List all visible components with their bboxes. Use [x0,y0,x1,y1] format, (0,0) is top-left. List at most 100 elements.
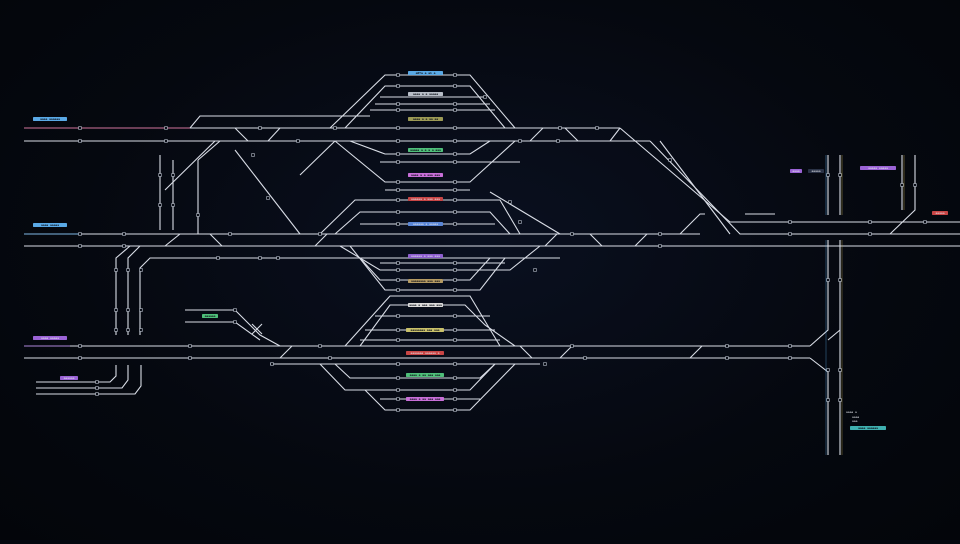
platform-label-9[interactable]: aaaaaaaa aaa aaa [408,279,443,283]
platform-label-6[interactable]: aaaaaa a aaa aaa [408,197,443,201]
signal-marker[interactable] [258,126,262,130]
signal-marker[interactable] [396,210,400,214]
signal-marker[interactable] [453,152,457,156]
signal-marker[interactable] [188,356,192,360]
signal-marker[interactable] [788,356,792,360]
signal-marker[interactable] [868,220,872,224]
signal-marker[interactable] [396,388,400,392]
signal-marker[interactable] [78,356,82,360]
signal-marker[interactable] [658,244,662,248]
signal-marker[interactable] [396,314,400,318]
signal-marker[interactable] [171,173,175,177]
signal-marker[interactable] [453,126,457,130]
signal-marker[interactable] [396,180,400,184]
platform-label-13[interactable]: aaaa a aa aaa aaa [406,373,444,377]
platform-label-3[interactable]: aaaa a a aa aa [408,117,443,121]
signal-marker[interactable] [233,308,237,312]
signal-marker[interactable] [838,398,842,402]
platform-label-7[interactable]: aaaaaa a aaaaa [408,222,443,226]
signal-marker[interactable] [453,222,457,226]
signal-marker[interactable] [78,244,82,248]
signal-marker[interactable] [453,73,457,77]
edge-label-left-low[interactable]: aaaa aaaaa [33,336,67,340]
signal-marker[interactable] [826,173,830,177]
signal-marker[interactable] [396,376,400,380]
signal-marker[interactable] [788,344,792,348]
edge-label-left-siding[interactable]: aaaaaa [202,314,218,318]
signal-marker[interactable] [453,388,457,392]
signal-marker[interactable] [453,328,457,332]
signal-marker[interactable] [122,244,126,248]
signal-marker[interactable] [583,356,587,360]
signal-marker[interactable] [126,308,130,312]
signal-marker[interactable] [114,268,118,272]
signal-marker[interactable] [396,261,400,265]
signal-marker[interactable] [913,183,917,187]
signal-marker[interactable] [396,338,400,342]
signal-marker[interactable] [595,126,599,130]
signal-marker[interactable] [228,232,232,236]
signal-marker[interactable] [396,126,400,130]
signal-marker[interactable] [570,232,574,236]
signal-marker[interactable] [95,392,99,396]
signal-marker[interactable] [453,261,457,265]
signal-marker[interactable] [556,139,560,143]
platform-label-8[interactable]: aaaaaa a aaa aaa [408,254,443,258]
signal-marker[interactable] [270,362,274,366]
signal-marker[interactable] [543,362,547,366]
signal-marker[interactable] [725,356,729,360]
signal-marker[interactable] [788,220,792,224]
signal-marker[interactable] [276,256,280,260]
signal-marker[interactable] [114,308,118,312]
signal-marker[interactable] [396,73,400,77]
signal-marker[interactable] [453,268,457,272]
signal-marker[interactable] [139,308,143,312]
edge-label-left-mid[interactable]: aaaa aaaaa [33,223,67,227]
signal-marker[interactable] [838,368,842,372]
signal-marker[interactable] [826,368,830,372]
platform-label-10[interactable]: aaaa a aaa aaa aaa [408,303,443,307]
platform-label-4[interactable]: aaaaa a a a a aaa [408,148,443,152]
signal-marker[interactable] [668,158,672,162]
signal-marker[interactable] [139,268,143,272]
signal-marker[interactable] [396,278,400,282]
platform-label-12[interactable]: aaaaaaa aaaaaa a [406,351,444,355]
signal-marker[interactable] [258,256,262,260]
edge-label-right-b[interactable]: aaaaa [808,169,824,173]
signal-marker[interactable] [251,153,255,157]
signal-marker[interactable] [95,386,99,390]
signal-marker[interactable] [216,256,220,260]
signal-marker[interactable] [453,180,457,184]
signal-marker[interactable] [453,314,457,318]
signal-marker[interactable] [518,220,522,224]
signal-marker[interactable] [266,196,270,200]
signal-marker[interactable] [483,95,487,99]
signal-marker[interactable] [78,126,82,130]
signal-marker[interactable] [658,232,662,236]
signal-marker[interactable] [396,362,400,366]
signal-marker[interactable] [233,320,237,324]
edge-label-right-e[interactable]: aaaa aaaaaa [850,426,886,430]
edge-label-left-bottom[interactable]: aaaaaa [60,376,78,380]
signal-marker[interactable] [558,126,562,130]
signal-marker[interactable] [396,188,400,192]
platform-label-14[interactable]: aaaa a aa aaa aaa [406,397,444,401]
platform-label-1[interactable]: a0Ta a a1 a [408,71,443,75]
edge-label-right-a[interactable]: aaaa [790,169,802,173]
signal-marker[interactable] [453,408,457,412]
signal-marker[interactable] [95,380,99,384]
platform-label-11[interactable]: aaaaaaaa aaa aaa [406,328,444,332]
signal-marker[interactable] [396,84,400,88]
signal-marker[interactable] [78,344,82,348]
signal-marker[interactable] [868,232,872,236]
edge-label-left-top[interactable]: aaaa aaaaaa [33,117,67,121]
signal-marker[interactable] [296,139,300,143]
signal-marker[interactable] [900,183,904,187]
signal-marker[interactable] [453,188,457,192]
signal-marker[interactable] [139,328,143,332]
edge-label-right-c[interactable]: aaaaa aaaaa [860,166,896,170]
signal-marker[interactable] [164,126,168,130]
signal-marker[interactable] [453,84,457,88]
signal-marker[interactable] [126,328,130,332]
signal-marker[interactable] [318,344,322,348]
